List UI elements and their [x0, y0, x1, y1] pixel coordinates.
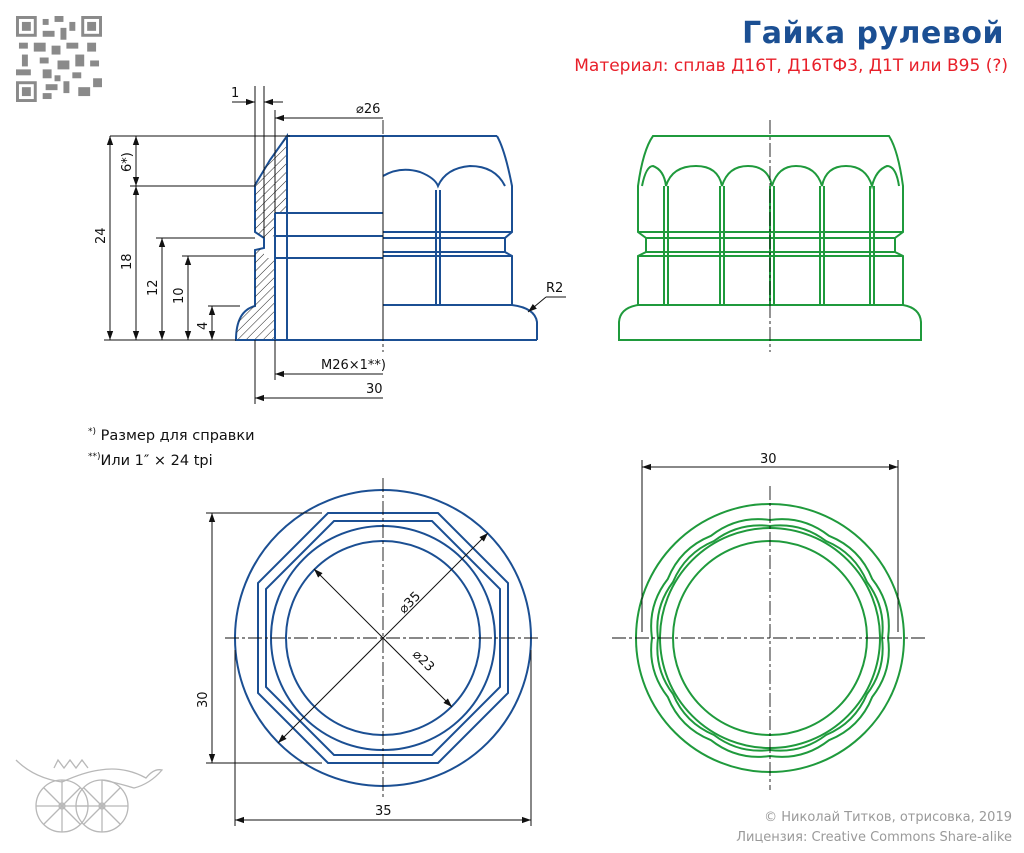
credit-author: © Николай Титков, отрисовка, 2019 [764, 810, 1012, 825]
dim-10: 10 [172, 287, 187, 304]
dim-30-top: 30 [760, 452, 777, 467]
dim-24: 24 [94, 227, 109, 244]
dim-r2: R2 [546, 281, 563, 296]
dim-thread: M26×1**) [321, 358, 386, 373]
dim-18: 18 [120, 253, 135, 270]
dim-30-side: 30 [366, 382, 383, 397]
dim-30-height: 30 [196, 691, 211, 708]
dim-1: 1 [231, 86, 239, 101]
dim-dia-26: ⌀26 [356, 102, 380, 117]
qr-code-icon [16, 16, 102, 102]
credits: © Николай Титков, отрисовка, 2019 Лиценз… [736, 808, 1012, 848]
side-view-exterior [618, 135, 922, 341]
dim-dia-23: ⌀23 [409, 647, 437, 675]
credit-license: Лицензия: Creative Commons Share-alike [736, 830, 1012, 845]
top-view-green-dims [641, 460, 899, 632]
page-title: Гайка рулевой [742, 16, 1004, 51]
footnote-1: *) Размер для справки [88, 427, 255, 444]
side-dimension-labels: 1 ⌀26 24 6*) 18 12 10 4 R2 M26×1**) 30 [94, 86, 563, 397]
dim-dia-35: ⌀35 [396, 589, 424, 617]
dim-35-width: 35 [375, 804, 392, 819]
side-dimensions [104, 86, 566, 404]
bicycle-logo-icon [15, 758, 164, 833]
footnote-2: **)Или 1″ × 24 tpi [88, 451, 213, 469]
dim-4: 4 [196, 322, 211, 330]
footnotes: *) Размер для справки **)Или 1″ × 24 tpi [88, 422, 255, 472]
top-view-blue-dims [206, 512, 532, 826]
dim-6: 6*) [120, 152, 135, 172]
material-subtitle: Материал: сплав Д16Т, Д16ТФ3, Д1Т или В9… [574, 56, 1008, 76]
dim-12: 12 [146, 279, 161, 296]
top-view-green-axes [612, 486, 928, 790]
